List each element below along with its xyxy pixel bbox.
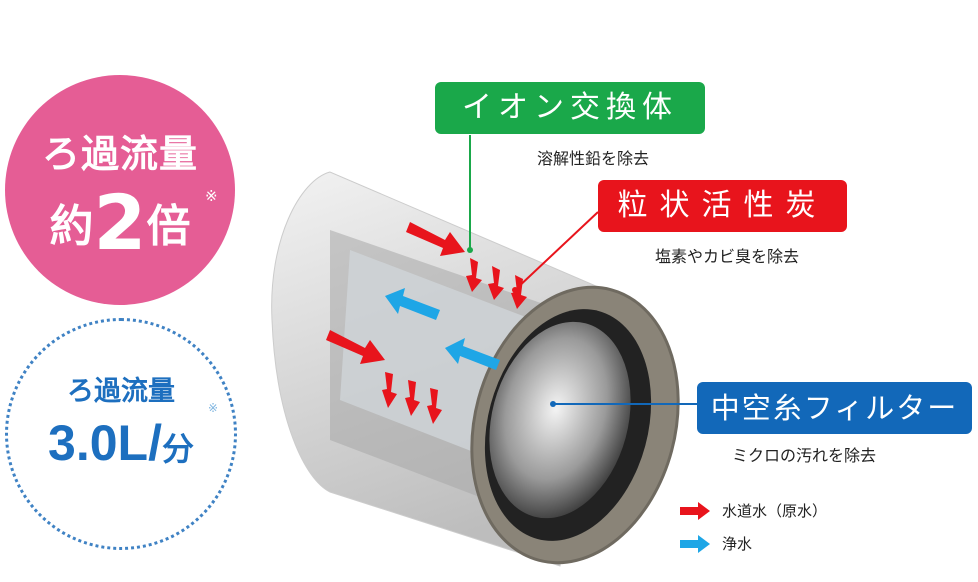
red-arrow-icon (680, 501, 710, 520)
hollow-fiber-label: 中空糸フィルター (697, 382, 972, 434)
flow-rate-double-badge: ろ過流量 約2倍 ※ (5, 75, 235, 305)
legend-clean-water: 浄水 (680, 533, 752, 554)
legend-clean-water-label: 浄水 (722, 535, 753, 553)
leader-lines (467, 135, 697, 407)
ion-exchanger-label: イオン交換体 (435, 82, 705, 134)
badge-sub-line1: ろ過流量 (67, 376, 175, 407)
raw-water-arrows (326, 222, 527, 424)
flow-unit: 分 (161, 431, 194, 467)
badge-line2: 約2倍 (50, 183, 191, 267)
flow-value: 3.0L/ (48, 415, 162, 471)
badge-sub-value: 3.0L/分 (48, 413, 194, 479)
badge-number: 2 (93, 178, 147, 267)
cartridge-body (271, 171, 680, 567)
badge-prefix: 約 (49, 201, 94, 252)
badge-line1: ろ過流量 (41, 132, 198, 176)
badge-note: ※ (205, 187, 218, 205)
hollow-fiber-desc: ミクロの汚れを除去 (732, 446, 877, 465)
badge-sub-note: ※ (208, 401, 219, 415)
legend-raw-water: 水道水（原水） (680, 500, 827, 521)
flow-rate-value-badge: ろ過流量 3.0L/分 ※ (5, 318, 237, 550)
activated-carbon-label: 粒状活性炭 (598, 180, 847, 232)
ion-exchanger-desc: 溶解性鉛を除去 (537, 149, 650, 168)
clean-water-arrows (385, 288, 500, 370)
activated-carbon-desc: 塩素やカビ臭を除去 (655, 247, 800, 266)
legend-raw-water-label: 水道水（原水） (722, 502, 828, 520)
blue-arrow-icon (680, 534, 710, 553)
badge-suffix: 倍 (146, 201, 191, 252)
